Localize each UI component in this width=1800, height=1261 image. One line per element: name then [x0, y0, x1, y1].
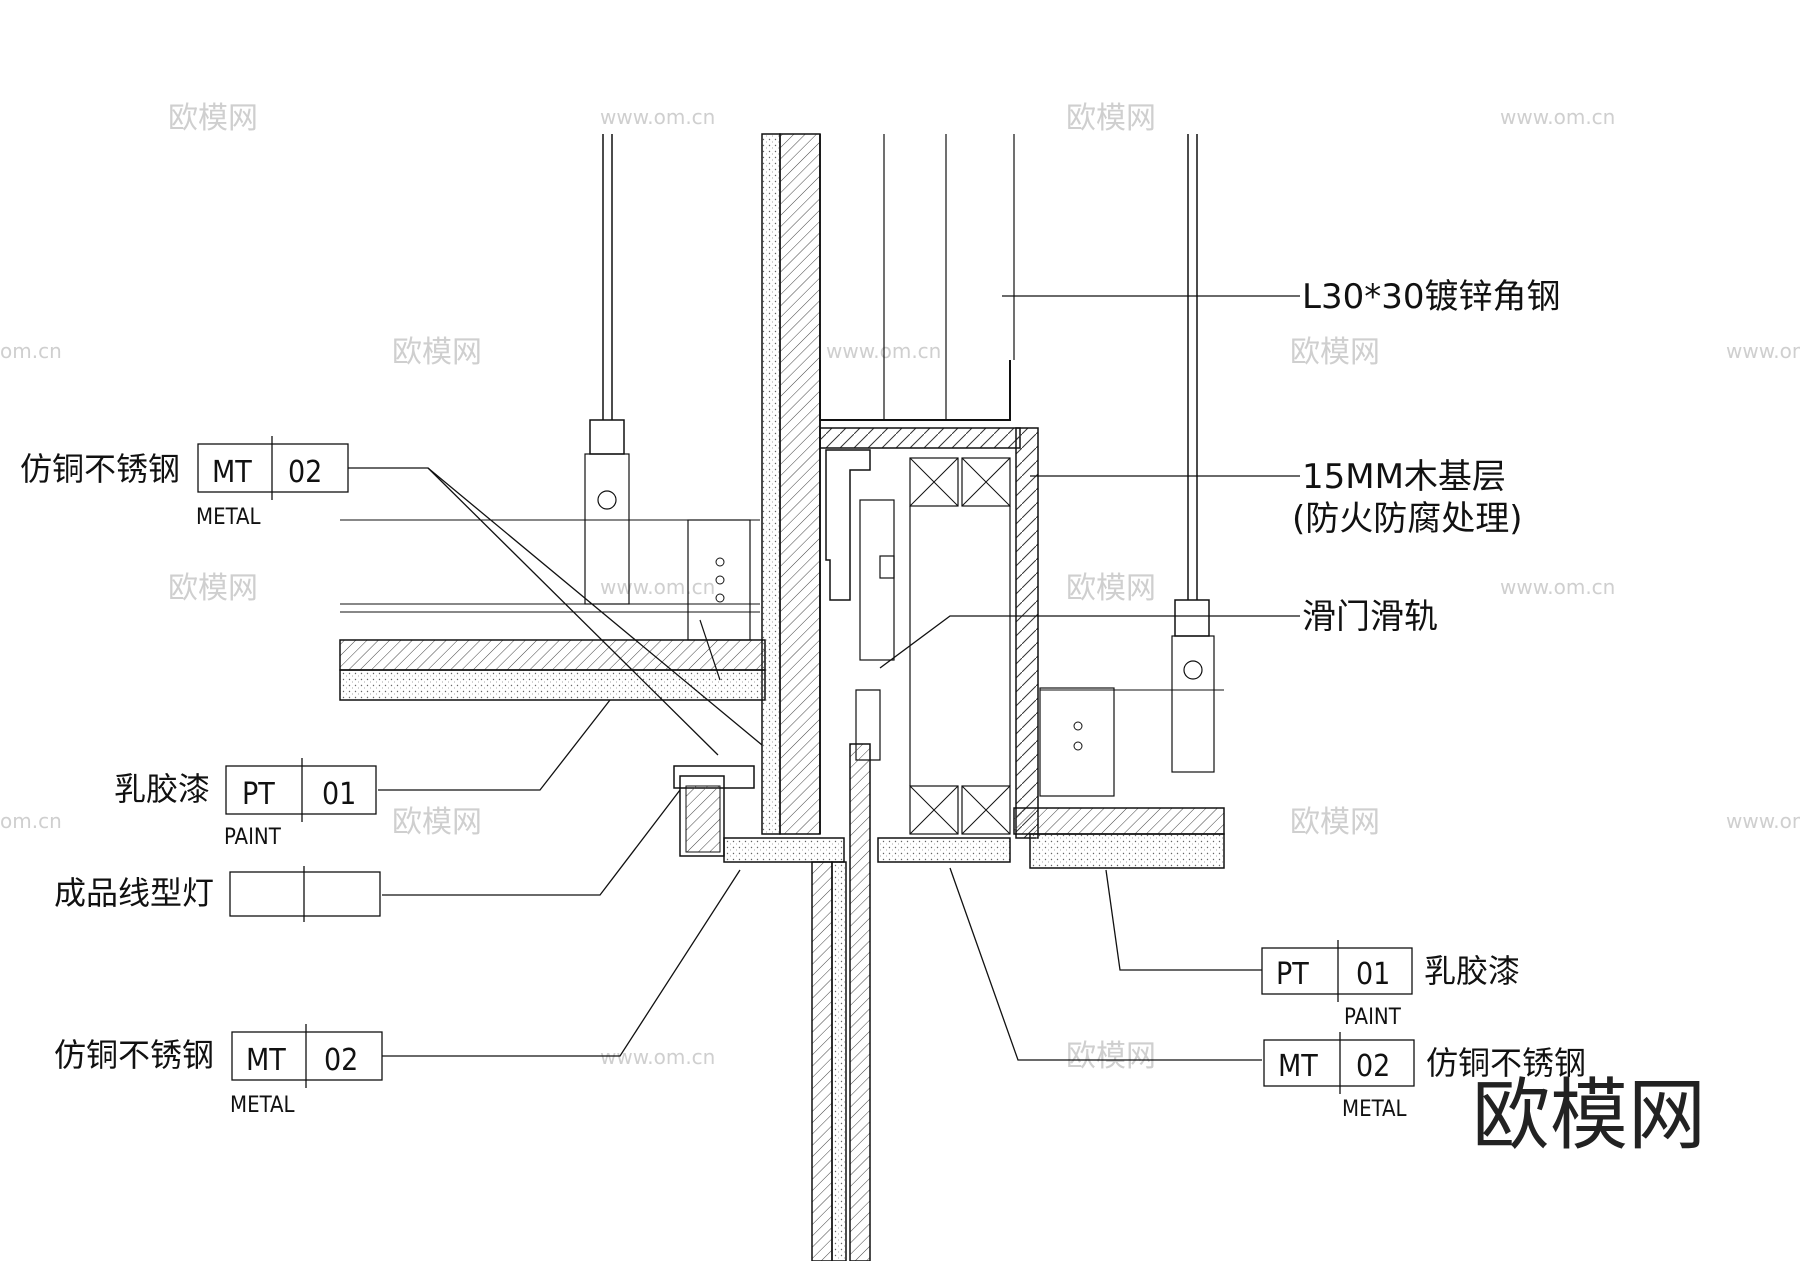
tag-number: 01: [322, 777, 356, 812]
tag-sub: PAINT: [1344, 1005, 1402, 1030]
tag-code: MT: [246, 1043, 286, 1078]
material-label: 仿铜不锈钢: [54, 1036, 214, 1074]
watermark-brand: 欧模网: [392, 805, 482, 840]
watermark-url: om.cn: [0, 809, 62, 833]
watermark-url: www.om.cn: [1726, 809, 1800, 833]
watermark-url: www.om.cn: [600, 1045, 715, 1069]
rail-assembly: [819, 134, 1039, 839]
watermark-url: www.om.cn: [600, 575, 715, 599]
tag-code: MT: [212, 455, 252, 490]
material-label: 仿铜不锈钢: [20, 450, 180, 488]
tag-number: 02: [324, 1043, 358, 1078]
watermark-brand: 欧模网: [1290, 805, 1380, 840]
tag-sub: PAINT: [224, 825, 282, 850]
watermark-brand: 欧模网: [1066, 101, 1156, 136]
watermark-brand: 欧模网: [1066, 571, 1156, 606]
left-ceiling-structure: [339, 134, 766, 701]
annotations: L30*30镀锌角钢 15MM木基层 (防火防腐处理) 滑门滑轨 仿铜不锈钢 M…: [20, 277, 1586, 1122]
tag-code: MT: [1278, 1049, 1318, 1084]
wood-base-note: (防火防腐处理): [1292, 499, 1523, 539]
tag-sub: METAL: [196, 505, 261, 530]
tag-number: 02: [1356, 1049, 1390, 1084]
tag-code: PT: [242, 777, 275, 812]
watermark-layer: 欧模网 www.om.cn 欧模网 www.om.cn om.cn 欧模网 ww…: [0, 101, 1800, 1074]
tag-sub: METAL: [230, 1093, 295, 1118]
right-ceiling-structure: [1013, 134, 1225, 869]
watermark-brand: 欧模网: [168, 101, 258, 136]
material-label: 仿铜不锈钢: [1426, 1044, 1586, 1082]
slide-rail-label: 滑门滑轨: [1302, 597, 1438, 637]
tag-number: 01: [1356, 957, 1390, 992]
tag-sub: METAL: [1342, 1097, 1407, 1122]
watermark-url: om.cn: [0, 339, 62, 363]
watermark-url: www.om.cn: [1726, 339, 1800, 363]
leader-lines: [348, 295, 1300, 1061]
material-label: 乳胶漆: [114, 770, 210, 808]
wood-base-label: 15MM木基层: [1302, 457, 1506, 497]
watermark-brand: 欧模网: [392, 335, 482, 370]
watermark-url: www.om.cn: [600, 105, 715, 129]
watermark-url: www.om.cn: [1500, 105, 1615, 129]
watermark-brand: 欧模网: [1066, 1039, 1156, 1074]
material-label: 成品线型灯: [54, 874, 214, 912]
angle-steel-label: L30*30镀锌角钢: [1302, 277, 1560, 317]
tag-code: PT: [1276, 957, 1309, 992]
watermark-brand: 欧模网: [168, 571, 258, 606]
watermark-brand: 欧模网: [1290, 335, 1380, 370]
door-leaf-and-trim: [673, 743, 1011, 1261]
material-label: 乳胶漆: [1424, 952, 1520, 990]
tag-number: 02: [288, 455, 322, 490]
watermark-url: www.om.cn: [1500, 575, 1615, 599]
center-wall: [761, 133, 821, 835]
brand-watermark: 欧模网: [1472, 1071, 1706, 1161]
